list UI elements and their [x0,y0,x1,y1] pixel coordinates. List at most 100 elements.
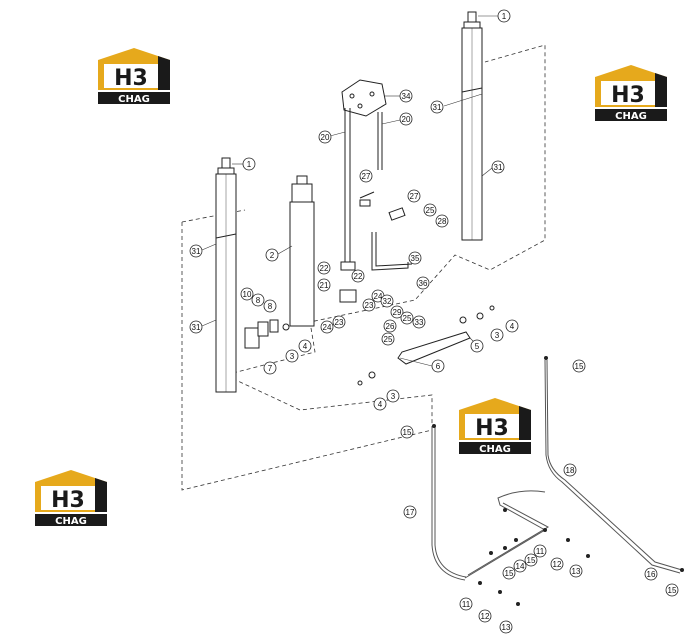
callout-6: 6 [431,359,445,373]
callout-8: 8 [251,293,265,307]
svg-text:6: 6 [436,362,441,371]
logo-mark: H3 [114,66,148,91]
callout-22: 22 [317,261,331,275]
svg-text:28: 28 [438,217,447,226]
logo-brand: CHAG [118,94,150,105]
callout-22: 22 [351,269,365,283]
svg-text:5: 5 [475,342,480,351]
svg-text:21: 21 [320,281,329,290]
fittings [244,199,406,349]
svg-text:13: 13 [572,567,581,576]
logo-top-left: H3 CHAG [98,48,170,105]
logo-brand: CHAG [55,516,87,527]
callout-2: 2 [265,248,279,262]
callout-32: 32 [380,294,394,308]
left-lift-cylinder [215,157,237,393]
callout-15: 15 [572,359,586,373]
callout-12: 12 [550,557,564,571]
svg-text:31: 31 [494,163,503,172]
svg-text:13: 13 [502,623,511,632]
svg-text:31: 31 [433,103,442,112]
svg-text:4: 4 [303,342,308,351]
callout-33: 33 [412,315,426,329]
svg-text:23: 23 [365,301,374,310]
svg-text:15: 15 [575,362,584,371]
svg-text:20: 20 [402,115,411,124]
callout-7: 7 [263,361,277,375]
callout-15: 15 [400,425,414,439]
logo-center: H3 CHAG [459,398,531,455]
svg-text:3: 3 [290,352,295,361]
callout-35: 35 [408,251,422,265]
svg-text:3: 3 [495,331,500,340]
svg-text:31: 31 [192,247,201,256]
callout-4: 4 [505,319,519,333]
valve-block [341,79,387,117]
svg-text:24: 24 [323,323,332,332]
callout-15: 15 [665,583,679,597]
callout-18: 18 [563,463,577,477]
callout-1: 1 [242,157,256,171]
callout-12: 12 [478,609,492,623]
callout-14: 14 [513,559,527,573]
svg-text:8: 8 [256,296,261,305]
svg-text:22: 22 [320,264,329,273]
callout-27: 27 [407,189,421,203]
logo-mark: H3 [475,416,509,441]
callout-3: 3 [490,328,504,342]
callout-16: 16 [644,567,658,581]
callout-36: 36 [416,276,430,290]
callout-31: 31 [189,320,203,334]
callout-15: 15 [524,553,538,567]
svg-text:25: 25 [384,335,393,344]
svg-text:10: 10 [243,290,252,299]
svg-text:34: 34 [402,92,411,101]
crossover-pipe [282,305,495,386]
callout-25: 25 [423,203,437,217]
svg-text:20: 20 [321,133,330,142]
callout-1: 1 [497,9,511,23]
callout-34: 34 [399,89,413,103]
callouts: 1 1 31 31 31 31 2 34 20 20 27 27 25 28 2… [189,9,679,634]
phantom-boundary [181,44,546,491]
callout-29: 29 [390,305,404,319]
logo-brand: CHAG [479,444,511,455]
callout-24: 24 [320,320,334,334]
svg-text:35: 35 [411,254,420,263]
svg-text:32: 32 [383,297,392,306]
svg-text:15: 15 [403,428,412,437]
right-lift-cylinder [461,11,483,241]
logo-mark: H3 [51,488,85,513]
svg-text:15: 15 [527,556,536,565]
middle-cylinder [289,175,315,327]
svg-text:12: 12 [481,612,490,621]
callout-15: 15 [502,566,516,580]
svg-text:22: 22 [354,272,363,281]
svg-text:25: 25 [403,314,412,323]
callout-23: 23 [332,315,346,329]
callout-5: 5 [470,339,484,353]
callout-23: 23 [362,298,376,312]
leader-lines [201,15,498,367]
callout-31: 31 [430,100,444,114]
logo-mark: H3 [611,83,645,108]
callout-21: 21 [317,278,331,292]
svg-text:31: 31 [192,323,201,332]
callout-31: 31 [491,160,505,174]
harness-connectors [432,356,684,606]
svg-text:23: 23 [335,318,344,327]
svg-text:33: 33 [415,318,424,327]
logo-bottom-left: H3 CHAG [35,470,107,527]
svg-text:27: 27 [410,192,419,201]
callout-11: 11 [459,597,473,611]
svg-text:24: 24 [374,292,383,301]
svg-text:15: 15 [505,569,514,578]
callout-10: 10 [240,287,254,301]
svg-text:18: 18 [566,466,575,475]
callout-13: 13 [499,620,513,634]
svg-text:17: 17 [406,508,415,517]
svg-text:11: 11 [462,600,471,609]
callout-4: 4 [298,339,312,353]
callout-3: 3 [285,349,299,363]
callout-8: 8 [263,299,277,313]
